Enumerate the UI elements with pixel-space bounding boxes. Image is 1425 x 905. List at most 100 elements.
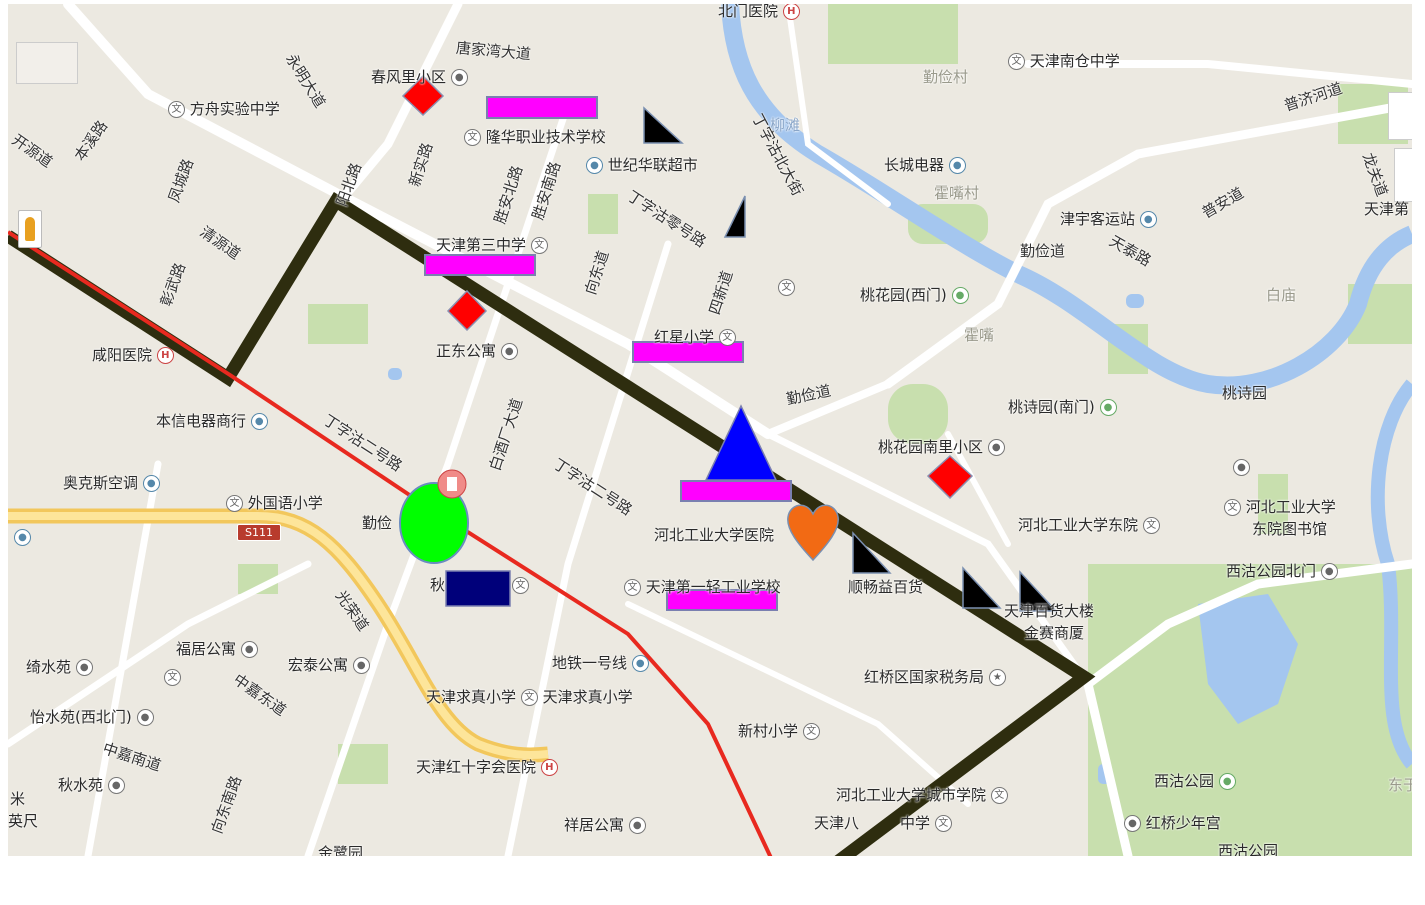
black-triangle-markers bbox=[643, 106, 1058, 612]
map-label: 奥克斯空调 ● bbox=[63, 474, 160, 492]
map-label: 桃诗园(南门) ● bbox=[1008, 398, 1117, 416]
map-label: 勤俭村 bbox=[923, 68, 969, 86]
school-icon: 文 bbox=[934, 815, 952, 832]
magenta-bar bbox=[680, 480, 792, 502]
black-triangle-marker bbox=[643, 106, 684, 144]
residence-icon: ● bbox=[240, 641, 258, 658]
magenta-bar bbox=[632, 341, 744, 363]
map-label: 天津百货大楼 bbox=[1004, 602, 1095, 620]
scale-label: 米 bbox=[10, 790, 26, 808]
map-label: 西沽公园 ● bbox=[1154, 772, 1236, 790]
magenta-bar bbox=[666, 589, 778, 611]
map-control-a[interactable] bbox=[1388, 92, 1412, 140]
map-label: 白庙 bbox=[1266, 286, 1297, 304]
school-icon: 文 bbox=[530, 237, 548, 254]
map-label: 文 bbox=[512, 576, 529, 594]
map-label: 天津第三中学 文 bbox=[436, 236, 548, 254]
red-diamond-markers bbox=[401, 74, 974, 500]
map-label: 金鹭园 bbox=[318, 844, 364, 856]
map-label: 秋 bbox=[430, 576, 446, 594]
map-label: 河北工业大学东院 文 bbox=[1018, 516, 1160, 534]
map-control-b[interactable] bbox=[1394, 148, 1412, 202]
map-label: 文 方舟实验中学 bbox=[168, 100, 280, 118]
map-label: 柳滩 bbox=[770, 116, 801, 134]
residence-icon: ● bbox=[352, 657, 370, 674]
building-icon: ● bbox=[1233, 459, 1250, 476]
navy-rect-marker bbox=[445, 570, 511, 607]
map-label: 天津红十字会医院 H bbox=[416, 758, 558, 776]
map-label: 怡水苑(西北门) ● bbox=[30, 708, 154, 726]
park-icon: ● bbox=[1218, 773, 1236, 790]
map-label: 本信电器商行 ● bbox=[156, 412, 268, 430]
black-triangle-marker bbox=[962, 566, 1002, 609]
map-label: 祥居公寓 ● bbox=[564, 816, 646, 834]
school-icon: 文 bbox=[520, 689, 538, 706]
map-label: 咸阳医院 H bbox=[92, 346, 174, 364]
map-label: 霍嘴村 bbox=[934, 184, 980, 202]
residence-icon: ● bbox=[107, 777, 125, 794]
metro-line-red bbox=[8, 230, 773, 856]
station-icon: ● bbox=[1139, 211, 1157, 228]
map-label: 文 河北工业大学 bbox=[1224, 498, 1336, 516]
station-icon: ● bbox=[14, 529, 31, 546]
map-label: ● 红桥少年宫 bbox=[1124, 814, 1221, 832]
residence-icon: ● bbox=[450, 69, 468, 86]
residence-icon: ● bbox=[987, 439, 1005, 456]
park-icon: ● bbox=[1099, 399, 1117, 416]
school-icon: 文 bbox=[464, 129, 481, 146]
map-label: 河北工业大学城市学院 文 bbox=[836, 786, 1008, 804]
school-icon: 文 bbox=[624, 579, 641, 596]
map-label: 长城电器 ● bbox=[884, 156, 966, 174]
map-label: 红桥区国家税务局 ★ bbox=[864, 668, 1006, 686]
map-label: 顺畅益百货 bbox=[848, 578, 924, 596]
map-label: 中学 文 bbox=[900, 814, 952, 832]
map-label: 勤俭 bbox=[362, 514, 393, 532]
metro-icon: ● bbox=[631, 655, 649, 672]
map-label: 文 隆华职业技术学校 bbox=[464, 128, 606, 146]
map-label: 天津第 bbox=[1364, 200, 1410, 218]
residence-icon: ● bbox=[628, 817, 646, 834]
map-label: 文 天津南仓中学 bbox=[1008, 52, 1120, 70]
park-icon: ● bbox=[951, 287, 969, 304]
heart-marker bbox=[787, 504, 839, 562]
metro-station-icon bbox=[437, 469, 467, 499]
blue-triangle-marker bbox=[704, 404, 778, 481]
map-label: ● bbox=[14, 528, 31, 546]
map-label: 文 bbox=[778, 278, 795, 296]
map-label: 桃花园南里小区 ● bbox=[878, 438, 1005, 456]
school-icon: 文 bbox=[1008, 53, 1025, 70]
school-icon: 文 bbox=[226, 495, 243, 512]
shop-icon: ● bbox=[586, 157, 603, 174]
map-label: 桃花园(西门) ● bbox=[860, 286, 969, 304]
map-label: 西沽公园 bbox=[1218, 842, 1279, 856]
map-label: 福居公寓 ● bbox=[176, 640, 258, 658]
map-label: 文 天津第一轻工业学校 bbox=[624, 578, 781, 596]
black-triangle-marker bbox=[1019, 570, 1058, 612]
school-icon: 文 bbox=[1142, 517, 1160, 534]
map-label: 东院图书馆 bbox=[1252, 520, 1328, 538]
magenta-bar bbox=[486, 96, 598, 119]
magenta-bar bbox=[424, 254, 536, 276]
pegman-icon[interactable] bbox=[18, 210, 42, 248]
school-icon: 文 bbox=[802, 723, 820, 740]
corner-box bbox=[16, 42, 78, 84]
route-shield-s111: S111 bbox=[237, 524, 281, 541]
map-label: 西沽公园北门 ● bbox=[1226, 562, 1338, 580]
map-label: 河北工业大学医院 bbox=[654, 526, 775, 544]
gate-icon: ● bbox=[1320, 563, 1338, 580]
map-label: 津宇客运站 ● bbox=[1060, 210, 1157, 228]
shop-icon: ● bbox=[948, 157, 966, 174]
residence-icon: ● bbox=[136, 709, 154, 726]
government-icon: ★ bbox=[988, 669, 1006, 686]
residence-icon: ● bbox=[500, 343, 518, 360]
black-triangle-marker bbox=[723, 195, 746, 238]
library-icon: 文 bbox=[1224, 499, 1241, 516]
school-icon: 文 bbox=[164, 669, 181, 686]
map-canvas[interactable] bbox=[8, 4, 1412, 856]
shop-icon: ● bbox=[250, 413, 268, 430]
red-diamond-marker bbox=[926, 454, 974, 500]
map-label: 东于 bbox=[1388, 776, 1412, 794]
red-diamond-marker bbox=[446, 289, 488, 332]
map-view[interactable]: S111 北门医院 H 唐家湾大道 文 天津南仓中学 永明大道 春风里小区 ● … bbox=[8, 4, 1412, 856]
scale-label: 英尺 bbox=[8, 812, 39, 830]
